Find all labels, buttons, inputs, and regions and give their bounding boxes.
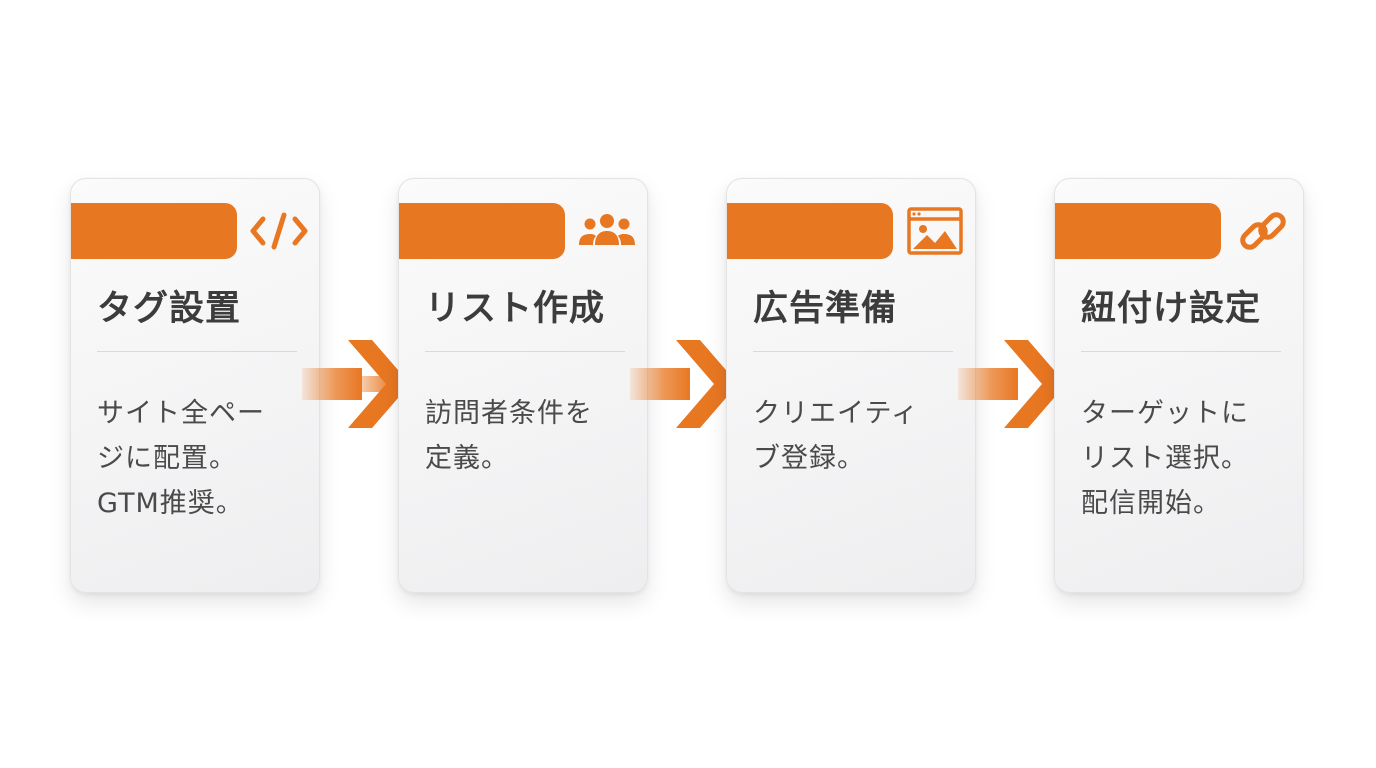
- step-card-4: 紐付け設定 ターゲットに リスト選択。 配信開始。: [1054, 178, 1304, 593]
- step-card-1: タグ設置 サイト全ペー ジに配置。 GTM推奨。: [70, 178, 320, 593]
- users-icon: [575, 205, 639, 257]
- arrow-right-icon: [300, 336, 412, 432]
- description-line: ターゲットに: [1081, 398, 1249, 429]
- description-line: 訪問者条件を: [425, 398, 593, 429]
- step-description: 訪問者条件を 定義。: [425, 391, 631, 481]
- step-title: タグ設置: [97, 289, 242, 329]
- step-card-2: リスト作成 訪問者条件を 定義。: [398, 178, 648, 593]
- image-icon: [903, 205, 967, 257]
- step-description: クリエイティ ブ登録。: [753, 391, 959, 481]
- card-header-bar: [71, 203, 237, 259]
- step-description: ターゲットに リスト選択。 配信開始。: [1081, 391, 1287, 526]
- step-title: 紐付け設定: [1081, 289, 1262, 329]
- description-line: 定義。: [425, 443, 509, 474]
- step-title: 広告準備: [753, 289, 898, 329]
- card-header-bar: [1055, 203, 1221, 259]
- divider: [425, 351, 625, 352]
- card-header-bar: [727, 203, 893, 259]
- divider: [97, 351, 297, 352]
- description-line: クリエイティ: [753, 398, 919, 429]
- description-line: ジに配置。: [97, 443, 237, 474]
- arrow-right-icon: [956, 336, 1068, 432]
- divider: [1081, 351, 1281, 352]
- link-icon: [1231, 205, 1295, 257]
- code-icon: [247, 205, 311, 257]
- step-title: リスト作成: [425, 289, 606, 329]
- description-line: 配信開始。: [1081, 488, 1221, 519]
- step-card-3: 広告準備 クリエイティ ブ登録。: [726, 178, 976, 593]
- divider: [753, 351, 953, 352]
- description-line: ブ登録。: [753, 443, 865, 474]
- description-line: リスト選択。: [1081, 443, 1249, 474]
- description-line: サイト全ペー: [97, 398, 265, 429]
- description-line: GTM推奨。: [97, 488, 244, 519]
- card-header-bar: [399, 203, 565, 259]
- arrow-right-icon: [628, 336, 740, 432]
- step-description: サイト全ペー ジに配置。 GTM推奨。: [97, 391, 303, 526]
